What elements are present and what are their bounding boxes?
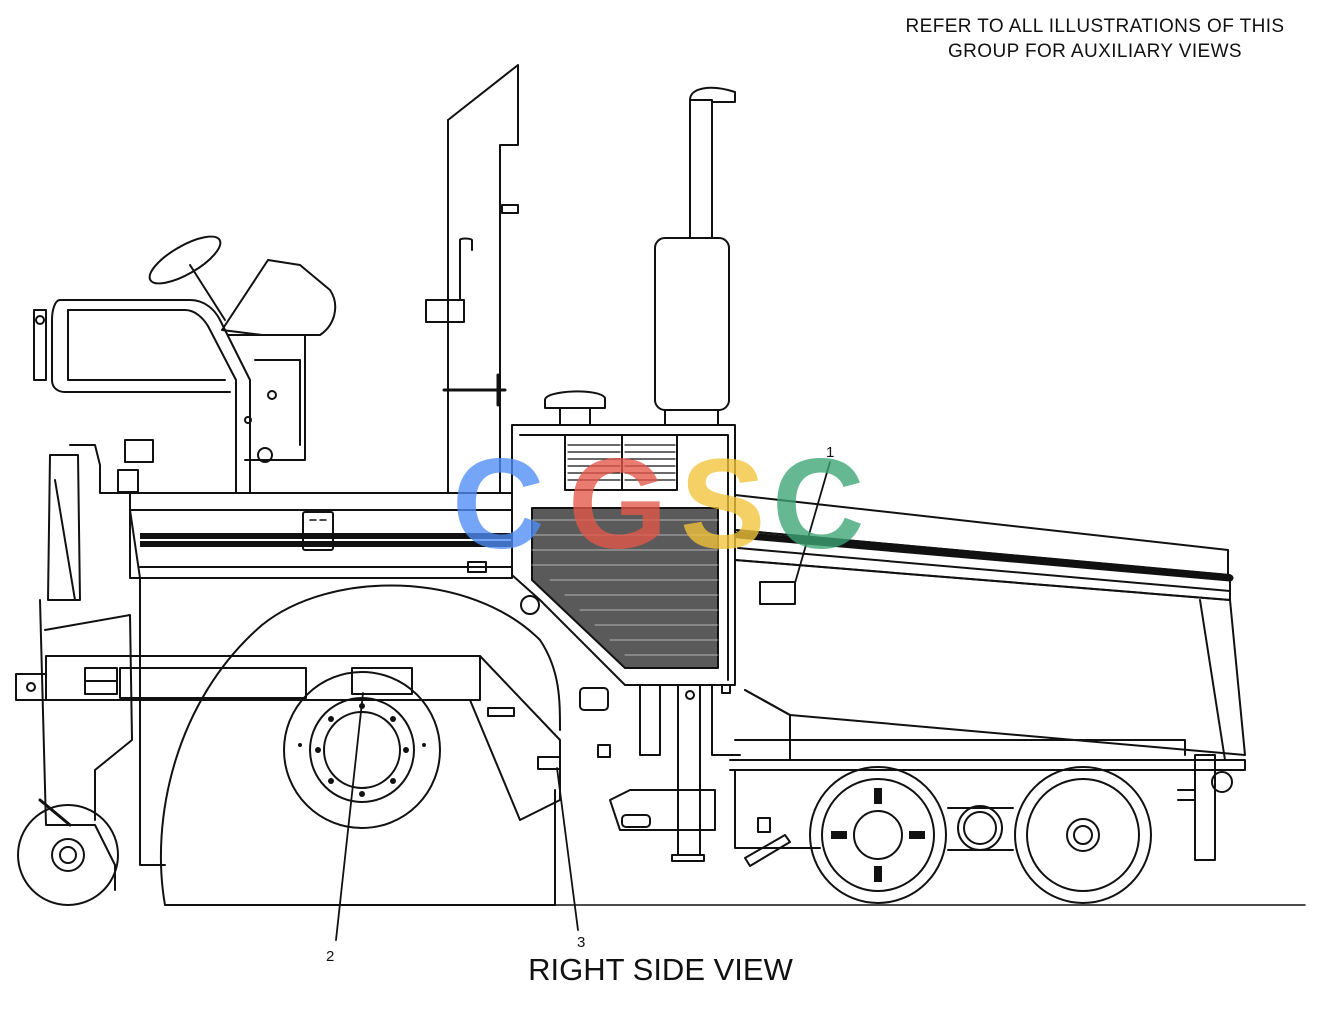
auxiliary-views-note: REFER TO ALL ILLUSTRATIONS OF THIS GROUP… (862, 14, 1328, 64)
watermark-letter-c2: C (772, 433, 864, 576)
callout-2: 2 (326, 948, 335, 965)
watermark-letter-g: G (568, 433, 668, 576)
drive-wheel (159, 584, 561, 906)
view-title: RIGHT SIDE VIEW (0, 952, 1329, 988)
callout-1: 1 (826, 444, 835, 461)
main-frame (129, 492, 513, 579)
engine-compartment (511, 86, 736, 711)
watermark-logo: C G S C (452, 433, 864, 576)
note-line-1: REFER TO ALL ILLUSTRATIONS OF THIS (905, 16, 1285, 37)
leader-line-2 (335, 692, 364, 941)
watermark-letter-c1: C (452, 433, 544, 576)
note-line-2: GROUP FOR AUXILIARY VIEWS (947, 41, 1243, 62)
front-screed (15, 309, 561, 906)
view-title-text: RIGHT SIDE VIEW (528, 952, 793, 987)
callout-3: 3 (577, 934, 586, 951)
tall-stack (425, 64, 519, 494)
hopper (734, 494, 1246, 761)
watermark-letter-s: S (680, 433, 765, 576)
undercarriage-brackets (487, 684, 741, 862)
operator-station (51, 235, 337, 494)
tandem-wheels (729, 754, 1246, 904)
leader-lines (335, 461, 831, 941)
leader-line-3 (556, 767, 579, 931)
leader-line-1 (794, 461, 831, 584)
